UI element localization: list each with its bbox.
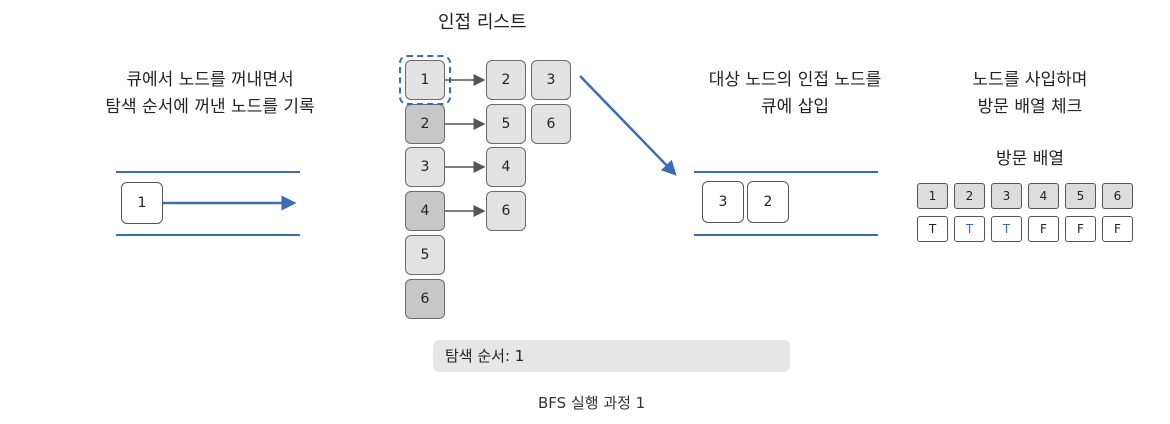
visit-index-5: 5 [1065,183,1096,209]
enqueue-arrow [579,75,677,176]
neighbor-1-a: 2 [486,60,526,100]
visit-caption: 노드를 사입하며 방문 배열 체크 [910,67,1150,121]
visit-value-5: F [1065,216,1096,242]
visit-index-6: 6 [1102,183,1133,209]
neighbor-2-b: 6 [531,104,571,144]
visit-index-4: 4 [1028,183,1059,209]
queue-top-line [694,171,878,173]
visit-index-1: 1 [917,183,948,209]
visit-value-1: T [917,216,948,242]
dequeue-caption-line-2: 탐색 순서에 꺼낸 노드를 기록 [105,97,315,117]
visit-value-3: T [991,216,1022,242]
neighbor-2-a: 5 [486,104,526,144]
visit-caption-line-2: 방문 배열 체크 [977,97,1083,117]
visit-value-6: F [1102,216,1133,242]
figure-caption: BFS 실행 과정 1 [538,394,646,412]
visit-value-2: T [954,216,985,242]
visit-caption-line-1: 노드를 사입하며 [972,70,1088,90]
queue-bottom-line [694,234,878,236]
adjacency-node-5: 5 [405,235,445,275]
dequeue-queue-bottom-line [116,234,300,236]
queue-item-2: 2 [747,181,789,223]
queue-item-1: 3 [702,181,744,223]
search-order-bar: 탐색 순서: 1 [433,340,790,372]
neighbor-3-a: 4 [486,147,526,187]
adjacency-node-1: 1 [405,60,445,100]
enqueue-caption: 대상 노드의 인접 노드를 큐에 삽입 [655,67,935,121]
adjacency-node-6: 6 [405,279,445,319]
dequeue-caption: 큐에서 노드를 꺼내면서 탐색 순서에 꺼낸 노드를 기록 [60,67,360,121]
enqueue-caption-line-2: 큐에 삽입 [761,97,829,117]
dequeued-node-box: 1 [121,182,163,224]
dequeue-caption-line-1: 큐에서 노드를 꺼내면서 [126,70,294,90]
visit-index-2: 2 [954,183,985,209]
neighbor-1-b: 3 [531,60,571,100]
adjacency-node-3: 3 [405,147,445,187]
adjacency-list-title: 인접 리스트 [438,12,527,33]
adjacency-node-4: 4 [405,191,445,231]
enqueue-caption-line-1: 대상 노드의 인접 노드를 [708,70,882,90]
visit-value-4: F [1028,216,1059,242]
neighbor-4-a: 6 [486,191,526,231]
visit-array-title: 방문 배열 [996,149,1064,169]
dequeue-queue-top-line [116,171,300,173]
visit-index-3: 3 [991,183,1022,209]
